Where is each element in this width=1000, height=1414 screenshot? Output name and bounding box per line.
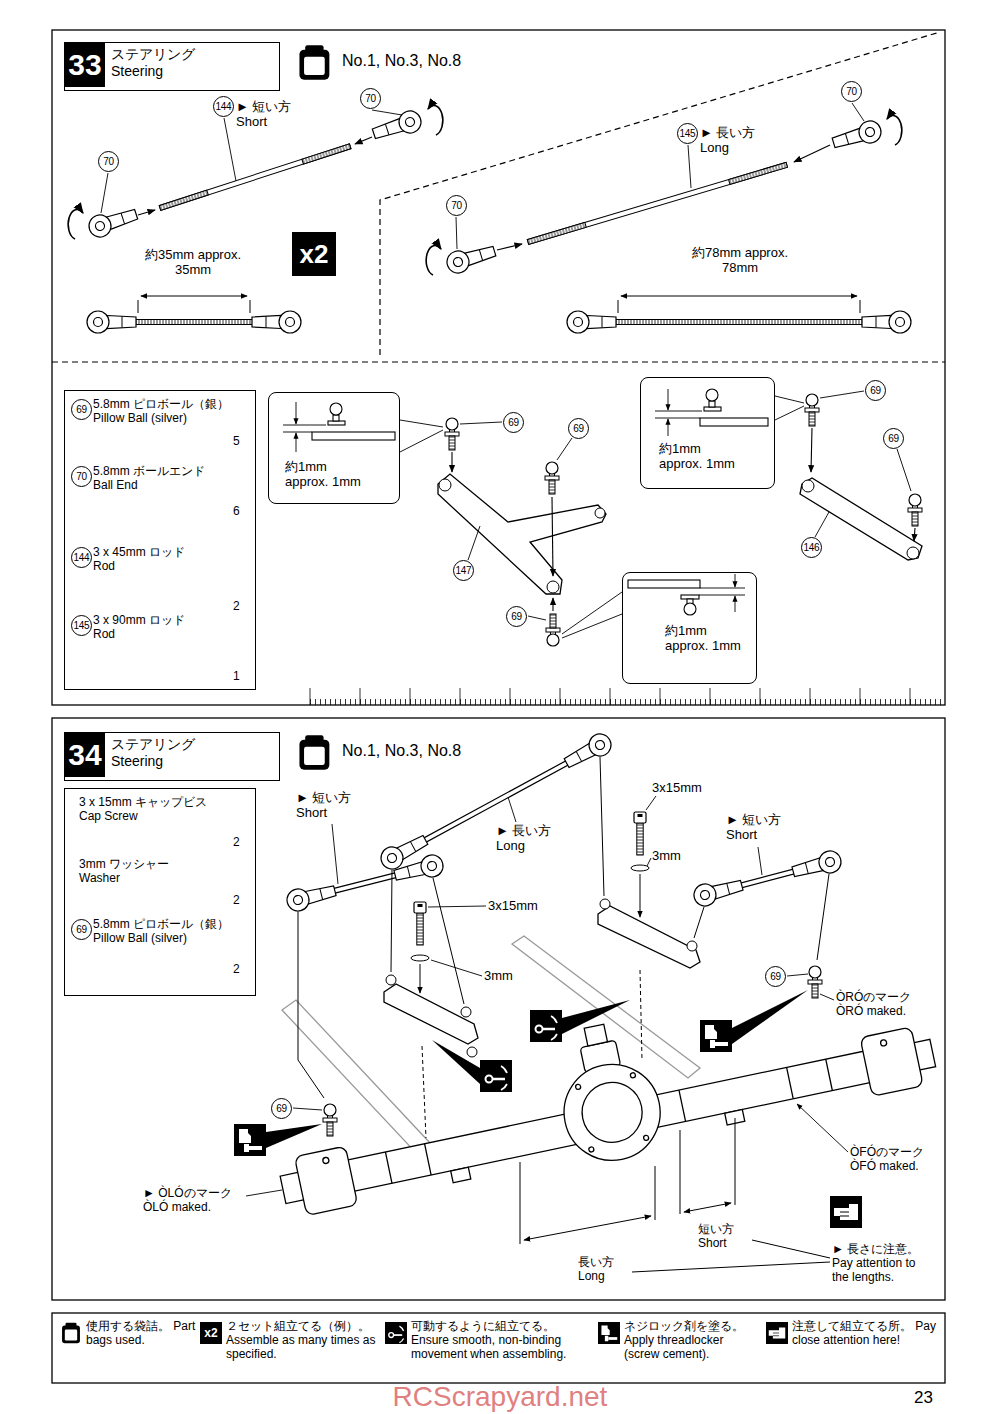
callout-number: 69 (865, 380, 886, 401)
watermark: RCScrapyard.net (330, 1380, 670, 1413)
quantity: 6 (233, 504, 247, 518)
part-size: 3x15mm (488, 898, 550, 913)
length-note: 長い方 Long (578, 1255, 628, 1283)
part-name: 3 x 15mm キャップビス Cap Screw (79, 795, 229, 823)
length-note: ► 短い方 Short (236, 99, 298, 130)
callout-number: 70 (841, 81, 862, 102)
step-title: ステアリング Steering (111, 736, 221, 769)
legend-text: 使用する袋詰。 Part bags used. (86, 1319, 196, 1347)
callout-number: 69 (765, 966, 786, 987)
legend-icon (385, 1322, 407, 1344)
part-name: 5.8mm ピロボール（銀） Pillow Ball (silver) (93, 397, 243, 425)
attention-note: ► 長さに注意。 Pay attention to the lengths. (832, 1242, 932, 1284)
legend-icon-text: x2 (200, 1322, 222, 1344)
part-size: 3mm (484, 968, 522, 983)
part-number: 145 (71, 615, 92, 636)
step-number: 34 (65, 733, 105, 777)
mark-note: ÒFÓのマーク ÒFÓ maked. (850, 1145, 940, 1173)
length-note: ► 長い方 Long (700, 125, 770, 156)
legend-icon (60, 1322, 82, 1344)
callout-number: 70 (98, 151, 119, 172)
step-header: 34ステアリング Steering (64, 732, 280, 781)
step-title: ステアリング Steering (111, 46, 221, 79)
step-number: 33 (65, 43, 105, 87)
callout-number: 145 (677, 123, 698, 144)
legend-icon (598, 1322, 620, 1344)
callout-number: 69 (506, 606, 527, 627)
detail-inset: 約1mm approx. 1mm (268, 392, 400, 504)
quantity-badge: x2 (292, 232, 336, 276)
part-size: 3mm (652, 848, 690, 863)
part-name: 3mm ワッシャー Washer (79, 857, 189, 885)
callout-number: 146 (801, 537, 822, 558)
step-header: 33ステアリング Steering (64, 42, 280, 91)
callout-number: 70 (446, 195, 467, 216)
legend-text: ネジロック剤を塗る。 Apply threadlocker (screw cem… (624, 1319, 762, 1361)
parts-list-box: 695.8mm ピロボール（銀） Pillow Ball (silver) 5 70… (64, 390, 256, 690)
dimension-text: 約1mm approx. 1mm (659, 441, 739, 472)
bag-number: No.1, No.3, No.8 (342, 742, 562, 761)
length-note: ► 短い方 Short (296, 790, 358, 821)
part-number: 69 (71, 919, 92, 940)
length-note: 短い方 Short (698, 1222, 748, 1250)
bag-number: No.1, No.3, No.8 (342, 52, 562, 71)
part-size: 3x15mm (652, 780, 714, 795)
quantity: 2 (233, 893, 247, 907)
callout-number: 144 (213, 96, 234, 117)
quantity: 2 (233, 835, 247, 849)
part-number: 70 (71, 466, 92, 487)
length-note: ► 短い方 Short (726, 812, 788, 843)
legend-bar: 使用する袋詰。 Part bags used. ２セット組立てる（例）。 Asse… (52, 1313, 945, 1383)
dimension-text: 約35mm approx. 35mm (143, 247, 243, 278)
callout-number: 69 (883, 428, 904, 449)
legend-text: 可動するように組立てる。 Ensure smooth, non-binding … (411, 1319, 591, 1361)
part-name: 5.8mm ピロボール（銀） Pillow Ball (silver) (93, 917, 243, 945)
parts-list-box: 3 x 15mm キャップビス Cap Screw 2 3mm ワッシャー Wash… (64, 788, 256, 996)
detail-inset: 約1mm approx. 1mm (640, 377, 775, 489)
quantity: 1 (233, 669, 247, 683)
part-number: 144 (71, 547, 92, 568)
callout-number: 69 (568, 418, 589, 439)
mark-note: ► ÒLÓのマーク ÒLÓ maked. (143, 1186, 243, 1214)
part-number: 69 (71, 399, 92, 420)
callout-number: 69 (503, 412, 524, 433)
part-name: 3 x 45mm ロッド Rod (93, 545, 203, 573)
quantity: 5 (233, 434, 247, 448)
legend-text: ２セット組立てる（例）。 Assemble as many times as s… (226, 1319, 381, 1361)
callout-number: 70 (360, 88, 381, 109)
legend-icon (766, 1322, 788, 1344)
callout-number: 69 (271, 1098, 292, 1119)
quantity: 2 (233, 599, 247, 613)
length-note: ► 長い方 Long (496, 823, 566, 854)
quantity-mark: x2 (292, 232, 336, 276)
dimension-text: 約1mm approx. 1mm (285, 459, 365, 490)
callout-number: 147 (453, 560, 474, 581)
part-name: 5.8mm ボールエンド Ball End (93, 464, 223, 492)
dimension-text: 約1mm approx. 1mm (665, 623, 745, 654)
detail-inset: 約1mm approx. 1mm (622, 572, 757, 684)
part-name: 3 x 90mm ロッド Rod (93, 613, 203, 641)
dimension-text: 約78mm approx. 78mm (690, 245, 790, 276)
legend-text: 注意して組立てる所。 Pay close attention here! (792, 1319, 942, 1347)
mark-note: ÒRÓのマーク ÒRÓ maked. (836, 990, 928, 1018)
quantity: 2 (233, 962, 247, 976)
page-number: 23 (914, 1388, 944, 1408)
